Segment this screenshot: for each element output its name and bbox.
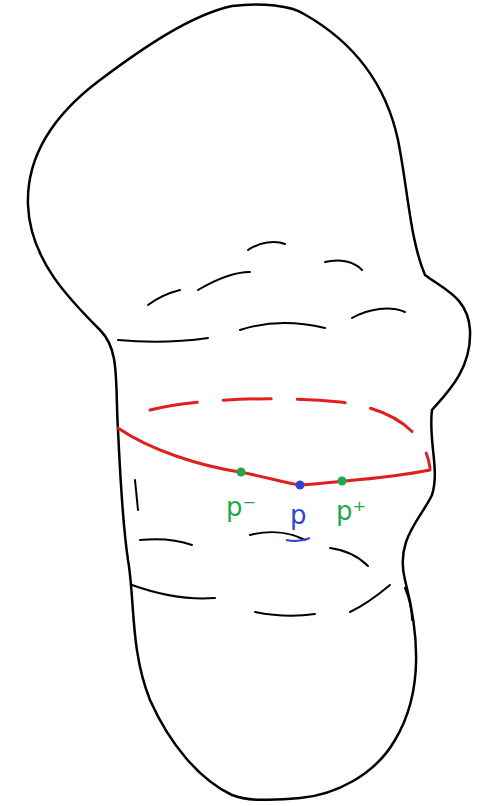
surface-outline bbox=[28, 4, 470, 799]
point-p bbox=[296, 481, 305, 490]
point-label: p⁻ bbox=[226, 494, 256, 520]
point-label: p bbox=[290, 502, 307, 528]
circle-front bbox=[118, 428, 430, 485]
surface-contour bbox=[118, 242, 412, 620]
circle-back bbox=[150, 399, 430, 468]
point-label: p⁺ bbox=[336, 498, 366, 524]
point-p-plus bbox=[338, 477, 347, 486]
point-p-minus bbox=[237, 468, 246, 477]
p-underline-stroke bbox=[286, 538, 310, 541]
